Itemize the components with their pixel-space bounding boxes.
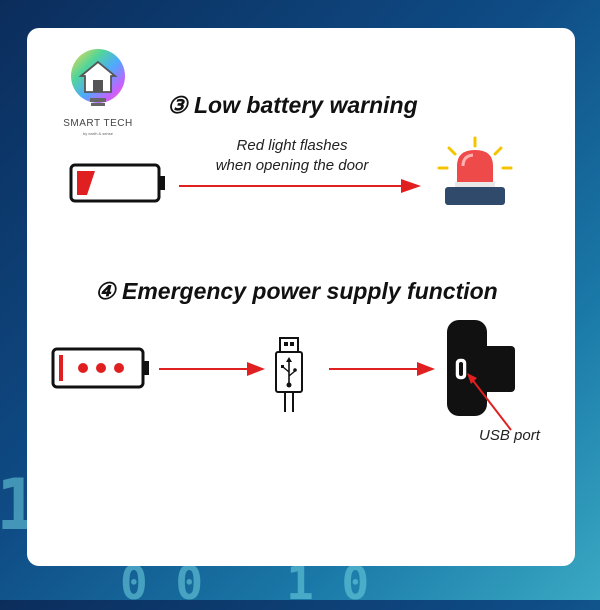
siren-icon	[435, 136, 515, 208]
low-battery-heading: ③ Low battery warning	[167, 92, 418, 118]
bulb-logo-icon	[71, 49, 125, 106]
brand-name: SMART TECH	[63, 118, 133, 129]
low-battery-icon	[69, 162, 169, 204]
brand-logo: SMART TECH by earth & sense	[63, 46, 133, 146]
info-card: SMART TECH by earth & sense ③ Low batter…	[27, 28, 575, 566]
warning-arrow	[179, 178, 424, 194]
caption-line-2: when opening the door	[215, 157, 369, 174]
red-light-caption: Red light flashes when opening the door	[187, 136, 397, 176]
brand-tagline: by earth & sense	[82, 131, 114, 136]
lock-device-icon	[441, 318, 551, 478]
binary-decoration-bottom: 0 0 1 0	[120, 556, 370, 610]
emergency-power-heading: ④ Emergency power supply function	[95, 278, 498, 304]
power-arrow-1	[159, 361, 269, 377]
usb-port-label: USB port	[479, 427, 540, 444]
power-arrow-2	[329, 361, 439, 377]
battery-dots-icon	[51, 346, 153, 390]
caption-line-1: Red light flashes	[236, 137, 348, 154]
usb-plug-icon	[272, 336, 306, 416]
